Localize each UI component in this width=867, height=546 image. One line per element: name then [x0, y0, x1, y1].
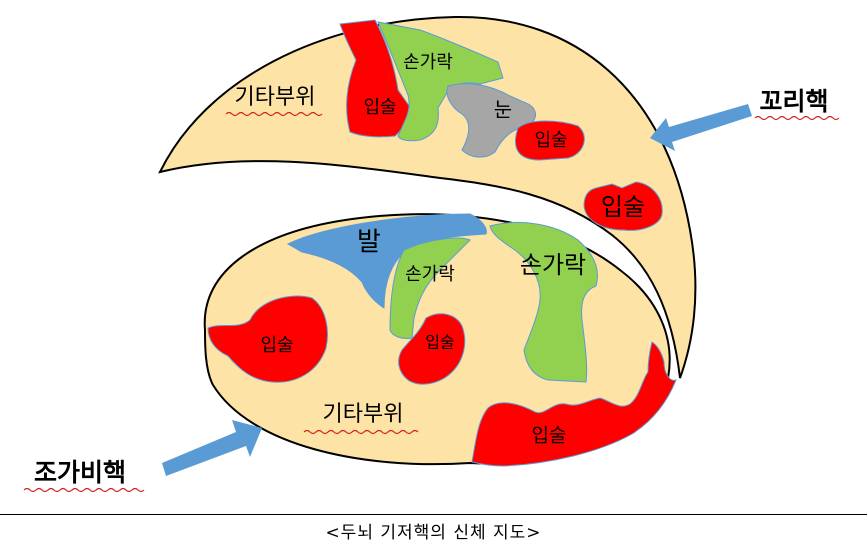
- tail-mouth-mid-region: [515, 120, 585, 161]
- putamen-other-underline: [303, 429, 419, 435]
- putamen-arrow-icon: [162, 420, 262, 476]
- putamen-hand-large-region: [489, 221, 598, 383]
- tail-nucleus-name-label: 꼬리핵: [759, 87, 828, 116]
- tail-mouth-mid-label: 입술: [534, 130, 567, 151]
- putamen-mouth-small-label: 입술: [425, 333, 454, 352]
- putamen-foot-label: 발: [357, 228, 381, 258]
- tail-mouth-right-region: [583, 181, 663, 231]
- caption-divider: [0, 514, 867, 515]
- putamen-mouth-bottom-label: 입술: [532, 425, 567, 447]
- putamen-hand-small-label: 손가락: [405, 264, 455, 285]
- putamen-name-label: 조가비핵: [34, 458, 126, 487]
- tail-hand-region: [377, 21, 504, 142]
- putamen-mouth-small-region: [398, 313, 466, 385]
- tail-eye-region: [446, 83, 536, 158]
- putamen-other-label: 기타부위: [323, 402, 404, 427]
- tail-nucleus-arrow-icon: [650, 104, 752, 151]
- putamen-mouth-bottom-region: [471, 341, 677, 467]
- tail-other-label: 기타부위: [235, 85, 316, 110]
- putamen-hand-small-region: [389, 237, 471, 339]
- tail-nucleus-region: [158, 15, 697, 379]
- tail-other-underline: [225, 111, 323, 117]
- figure-caption: <두뇌 기저핵의 신체 지도>: [325, 523, 542, 543]
- tail-hand-label: 손가락: [403, 52, 453, 73]
- tail-eye-label: 눈: [494, 98, 512, 122]
- putamen-mouth-left-label: 입술: [260, 335, 293, 356]
- tail-mouth-left-region: [339, 19, 413, 138]
- putamen-hand-large-label: 손가락: [520, 251, 586, 279]
- putamen-name-underline: [23, 487, 145, 493]
- tail-nucleus-name-underline: [754, 115, 840, 121]
- putamen-mouth-left-region: [207, 295, 328, 383]
- tail-mouth-right-label: 입술: [601, 193, 645, 221]
- tail-mouth-left-label: 입술: [363, 97, 396, 118]
